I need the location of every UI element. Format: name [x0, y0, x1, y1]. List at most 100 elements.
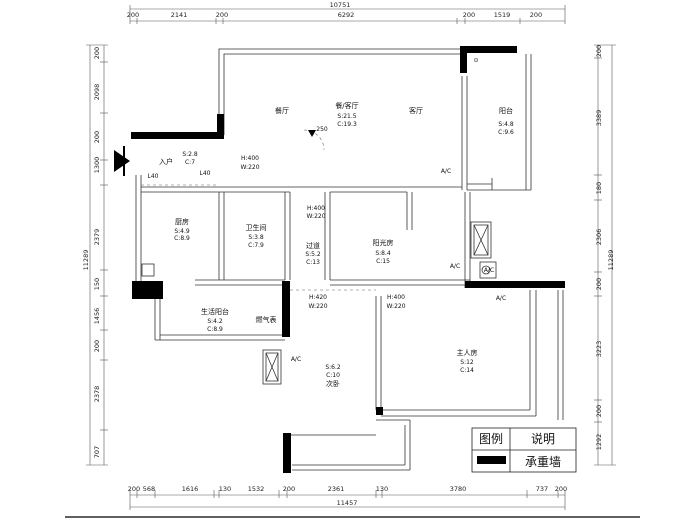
left-dim-8: 200	[93, 340, 101, 352]
master-bedroom-area: S:12	[460, 359, 474, 366]
entrance-door-marker	[114, 150, 130, 172]
entrance-perimeter: C:7	[185, 159, 195, 166]
load-wall-balcony-corner	[460, 46, 467, 73]
living-dining-perimeter: C:19.3	[337, 121, 357, 128]
label-master-bedroom: 主人房	[457, 348, 478, 357]
bottom-total-dim: 11457	[337, 499, 358, 507]
right-total-dim: 11289	[607, 250, 615, 271]
kitchen-area: S:4.9	[174, 228, 190, 235]
door-dashes	[141, 129, 376, 291]
load-wall-master-corner	[376, 407, 383, 415]
right-dim-1: 200	[595, 45, 603, 57]
left-dim-3: 200	[93, 131, 101, 143]
label-balcony: 阳台	[499, 106, 513, 115]
left-dim-2: 2098	[93, 84, 101, 101]
top-dim-2: 2141	[171, 11, 188, 19]
load-wall-bottom-left	[283, 433, 291, 473]
left-dim-4: 1300	[93, 157, 101, 174]
left-dim-6: 150	[93, 278, 101, 290]
label-living-dining: 餐/客厅	[335, 101, 358, 110]
kitchen-perimeter: C:8.9	[174, 235, 190, 242]
bathroom-area: S:3.8	[248, 234, 264, 241]
top-dim-3: 200	[216, 11, 228, 19]
ac-label-shaft: A/C	[484, 267, 494, 274]
second-bedroom-perimeter: C:10	[326, 372, 340, 379]
master-bedroom-perimeter: C:14	[460, 367, 474, 374]
left-dimension-line	[86, 44, 108, 466]
right-dim-5: 200	[595, 278, 603, 290]
right-dim-6: 3223	[595, 341, 603, 358]
second-door-w: W:220	[308, 303, 327, 310]
top-dim-5: 200	[463, 11, 475, 19]
right-dim-8: 1292	[595, 434, 603, 451]
bottom-dim-2: 568	[143, 485, 155, 493]
top-dim-6: 1519	[494, 11, 511, 19]
entrance-area: S:2.8	[182, 151, 198, 158]
bottom-dim-8: 130	[376, 485, 388, 493]
passage-door-h: H:400	[307, 205, 325, 212]
left-total-dim: 11289	[82, 250, 90, 271]
bottom-dimension-line	[129, 490, 566, 510]
load-wall-center	[282, 281, 290, 337]
passage-perimeter: C:13	[306, 259, 320, 266]
entrance-door-h: H:400	[241, 155, 259, 162]
top-dim-1: 200	[127, 11, 139, 19]
bottom-dim-5: 1532	[248, 485, 265, 493]
load-wall-entrance-top	[131, 132, 224, 139]
passage-area: S:5.2	[305, 251, 321, 258]
label-kitchen: 厨房	[175, 217, 189, 226]
marker-label: 250	[316, 126, 328, 133]
second-bedroom-area: S:6.2	[325, 364, 341, 371]
balcony-area: S:4.8	[498, 121, 514, 128]
left-dim-10: 707	[93, 446, 101, 458]
right-dim-7: 200	[595, 405, 603, 417]
right-dim-4: 2306	[595, 229, 603, 246]
top-dim-4: 6292	[338, 11, 355, 19]
legend-header-description: 说明	[531, 431, 555, 446]
top-dimension-line	[129, 5, 566, 24]
load-wall-kitchen-corner	[132, 281, 163, 299]
legend-header-symbol: 图例	[479, 432, 503, 446]
label-passage: 过道	[306, 241, 320, 250]
load-bearing-walls	[131, 46, 565, 473]
ac-label-sunroom: A/C	[450, 263, 460, 270]
master-door-w: W:220	[386, 303, 405, 310]
label-sunroom: 阳光房	[373, 238, 394, 247]
right-dim-3: 180	[595, 182, 603, 194]
sunroom-perimeter: C:15	[376, 258, 390, 265]
label-bathroom: 卫生间	[246, 223, 267, 232]
load-wall-balcony-top	[460, 46, 517, 53]
label-living: 客厅	[409, 106, 423, 115]
load-wall-master-top	[465, 281, 565, 288]
ac-label-master: A/C	[496, 295, 506, 302]
bottom-dim-3: 1616	[182, 485, 199, 493]
label-gas-meter: 燃气表	[256, 315, 277, 324]
passage-door-w: W:220	[306, 213, 325, 220]
legend-table	[471, 427, 577, 473]
balcony-perimeter: C:9.6	[498, 129, 514, 136]
sunroom-area: S:8.4	[375, 250, 391, 257]
master-door-h: H:400	[387, 294, 405, 301]
bottom-dim-10: 737	[536, 485, 548, 493]
label-dining: 餐厅	[275, 106, 289, 115]
ac-label-second: A/C	[291, 356, 301, 363]
service-balcony-area: S:4.2	[207, 318, 223, 325]
balcony-mark: ⊙	[473, 57, 478, 64]
bottom-dim-9: 3780	[450, 485, 467, 493]
marker-triangle	[308, 130, 316, 137]
label-entrance: 入户	[159, 157, 173, 166]
partition-walls	[135, 48, 564, 471]
bottom-dim-4: 130	[219, 485, 231, 493]
right-dim-2: 3389	[595, 110, 603, 127]
living-dining-area: S:21.5	[337, 113, 356, 120]
bottom-dim-7: 2361	[328, 485, 345, 493]
entrance-door-w: W:220	[240, 164, 259, 171]
legend-load-wall-swatch	[477, 456, 506, 464]
ac-label-living: A/C	[441, 168, 451, 175]
second-door-h: H:420	[309, 294, 327, 301]
top-total-dim: 10751	[330, 1, 351, 9]
label-service-balcony: 生活阳台	[201, 307, 229, 316]
l40-label-b: L40	[200, 170, 211, 177]
bottom-dim-11: 200	[555, 485, 567, 493]
